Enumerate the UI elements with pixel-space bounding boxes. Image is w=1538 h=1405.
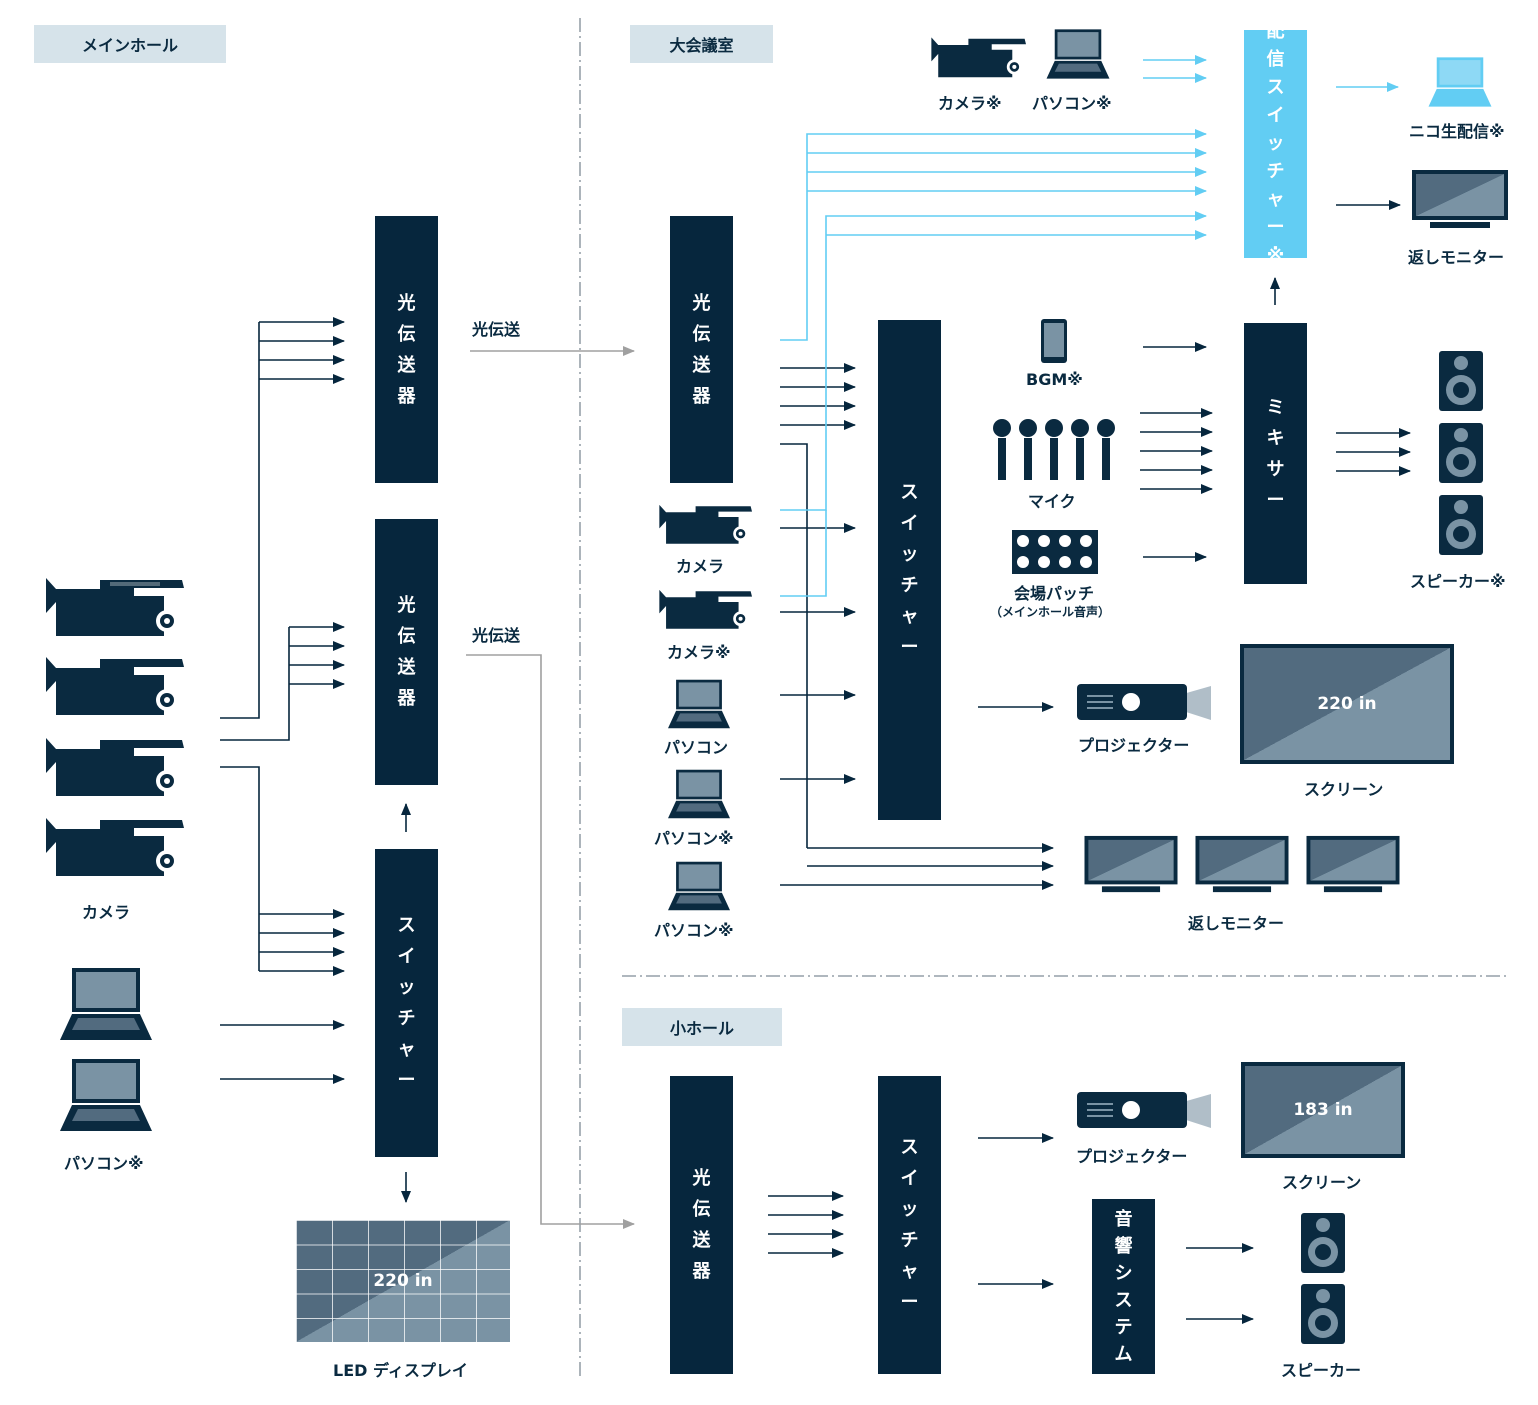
large-projector-label: プロジェクター [1078,736,1190,755]
small-optical-label: 光伝送器 [692,1168,711,1282]
small-screen-label: スクリーン [1282,1173,1362,1192]
camera-icon [46,578,184,636]
small-optical-transmitter: 光伝送器 [670,1076,733,1374]
large-screen-label: スクリーン [1304,780,1384,799]
large-pc-1-label: パソコン [664,738,729,757]
laptop-icon [668,861,730,911]
camera-icon [659,504,752,544]
main-optical-2-label: 光伝送器 [397,595,416,709]
top-camera-label: カメラ※ [938,94,1002,113]
speaker-icon [1439,495,1483,555]
monitor-icon [1412,170,1508,228]
small-screen: 183 in [1241,1062,1405,1158]
patch-sublabel: （メインホール音声） [990,605,1111,619]
speaker-icon [1301,1284,1345,1344]
camera-icon [46,738,184,796]
mixer-label: ミキサー [1266,396,1285,511]
led-display: 220 in [296,1220,510,1342]
optical-link-label-2: 光伝送 [472,626,521,645]
return-monitor-top-label: 返しモニター [1408,248,1505,267]
monitor-icon [1306,835,1400,893]
smartphone-icon [1041,319,1067,363]
section-large-room: 大会議室 [630,25,773,63]
optical-link-label-1: 光伝送 [472,320,521,339]
small-switcher-label: スイッチャー [900,1137,919,1313]
audio-system-label: 音響システム [1114,1208,1133,1365]
main-camera-label: カメラ [82,903,131,922]
top-pc-label: パソコン※ [1032,94,1112,113]
stream-switcher-label: 配信スイッチャー※ [1266,21,1285,266]
large-switcher: スイッチャー [878,320,941,820]
large-optical-transmitter: 光伝送器 [670,216,733,483]
bgm-label: BGM※ [1026,370,1083,389]
led-display-label: LED ディスプレイ [333,1361,468,1380]
large-pc-2-label: パソコン※ [654,829,734,848]
audio-system: 音響システム [1092,1199,1155,1374]
large-screen: 220 in [1240,644,1454,764]
mixer: ミキサー [1244,323,1307,584]
speaker-icon [1439,351,1483,411]
laptop-icon [60,1059,152,1131]
large-pc-3-label: パソコン※ [654,921,734,940]
small-speaker-label: スピーカー [1281,1361,1362,1380]
laptop-icon [60,968,152,1040]
main-optical-1-label: 光伝送器 [397,292,416,407]
small-projector-label: プロジェクター [1076,1147,1188,1166]
speaker-icon [1301,1213,1345,1273]
audio-patch-icon [1012,530,1098,574]
return-monitor-bottom-label: 返しモニター [1188,914,1285,933]
large-speaker-label: スピーカー※ [1410,572,1506,591]
section-main-hall: メインホール [34,25,226,63]
camera-icon [46,657,184,715]
monitor-icon [1195,835,1289,893]
large-optical-label: 光伝送器 [692,292,711,407]
large-switcher-label: スイッチャー [900,482,919,658]
large-screen-size: 220 in [1317,694,1377,714]
camera-icon [931,37,1026,78]
large-camera-1-label: カメラ [676,557,725,576]
main-optical-transmitter-1: 光伝送器 [375,216,438,483]
microphone-icon [993,419,1115,480]
stream-switcher: 配信スイッチャー※ [1244,21,1307,266]
speaker-icon [1439,423,1483,483]
camera-icon [46,818,184,876]
camera-icon [659,589,752,629]
led-display-size: 220 in [373,1271,433,1291]
laptop-icon [1046,29,1110,79]
small-screen-size: 183 in [1293,1100,1353,1120]
nico-stream-label: ニコ生配信※ [1409,122,1505,141]
main-switcher: スイッチャー [375,849,438,1157]
small-switcher: スイッチャー [878,1076,941,1374]
laptop-icon [668,769,730,819]
main-optical-transmitter-2: 光伝送器 [375,519,438,785]
section-small-hall: 小ホール [622,1008,782,1046]
patch-label: 会場パッチ [1014,584,1095,603]
laptop-icon [668,679,730,729]
mic-label: マイク [1028,492,1076,511]
laptop-icon [1428,57,1492,107]
large-camera-2-label: カメラ※ [667,643,731,662]
projector-icon [1077,1092,1211,1128]
main-pc-label: パソコン※ [64,1154,144,1173]
main-switcher-label: スイッチャー [397,915,416,1091]
projector-icon [1077,684,1211,720]
monitor-icon [1084,835,1178,893]
